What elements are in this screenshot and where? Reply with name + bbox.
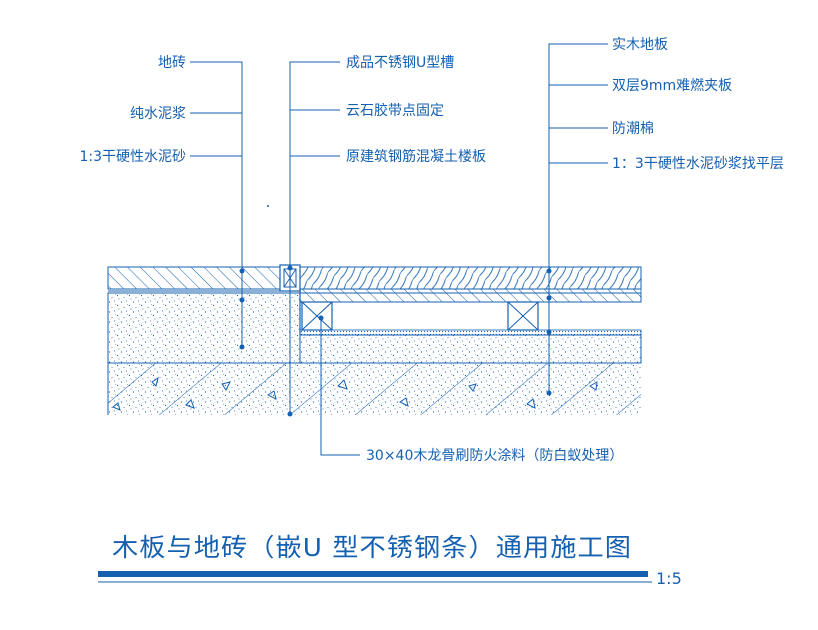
label-dry-cement-mortar: 1:3干硬性水泥砂	[79, 149, 186, 165]
plywood-layer-bottom	[299, 292, 642, 303]
solid-wood-floor	[299, 266, 642, 290]
plywood-layer-top	[299, 288, 642, 294]
label-u-channel: 成品不锈钢U型槽	[346, 55, 454, 71]
cement-mortar-layer-left	[107, 292, 301, 364]
drawing-scale: 1:5	[656, 569, 682, 588]
leader-dots	[239, 205, 552, 417]
label-cement-paste: 纯水泥浆	[130, 106, 186, 122]
label-plywood: 双层9mm难燃夹板	[612, 77, 732, 94]
label-moisture-barrier: 防潮棉	[612, 120, 654, 137]
label-solid-wood-floor: 实木地板	[612, 37, 668, 53]
label-wood-keel: 30×40木龙骨刷防火涂料（防白蚁处理）	[366, 448, 623, 464]
wood-keel-left	[301, 301, 333, 331]
label-floor-tile: 地砖	[158, 55, 186, 71]
leader-lines	[190, 43, 608, 456]
label-concrete-slab: 原建筑钢筋混凝土楼板	[346, 148, 486, 165]
floor-tile-layer	[107, 266, 281, 290]
moisture-barrier	[299, 329, 642, 336]
cement-mortar-screed-right	[299, 334, 642, 364]
wood-keel-right	[507, 301, 539, 331]
label-leveling-layer: 1：3干硬性水泥砂浆找平层	[612, 156, 784, 172]
title-underline-thick	[98, 571, 648, 577]
label-marble-glue: 云石胶带点固定	[346, 102, 444, 119]
concrete-floor-slab	[107, 362, 641, 415]
drawing-title: 木板与地砖（嵌U 型不锈钢条）通用施工图	[112, 533, 632, 562]
